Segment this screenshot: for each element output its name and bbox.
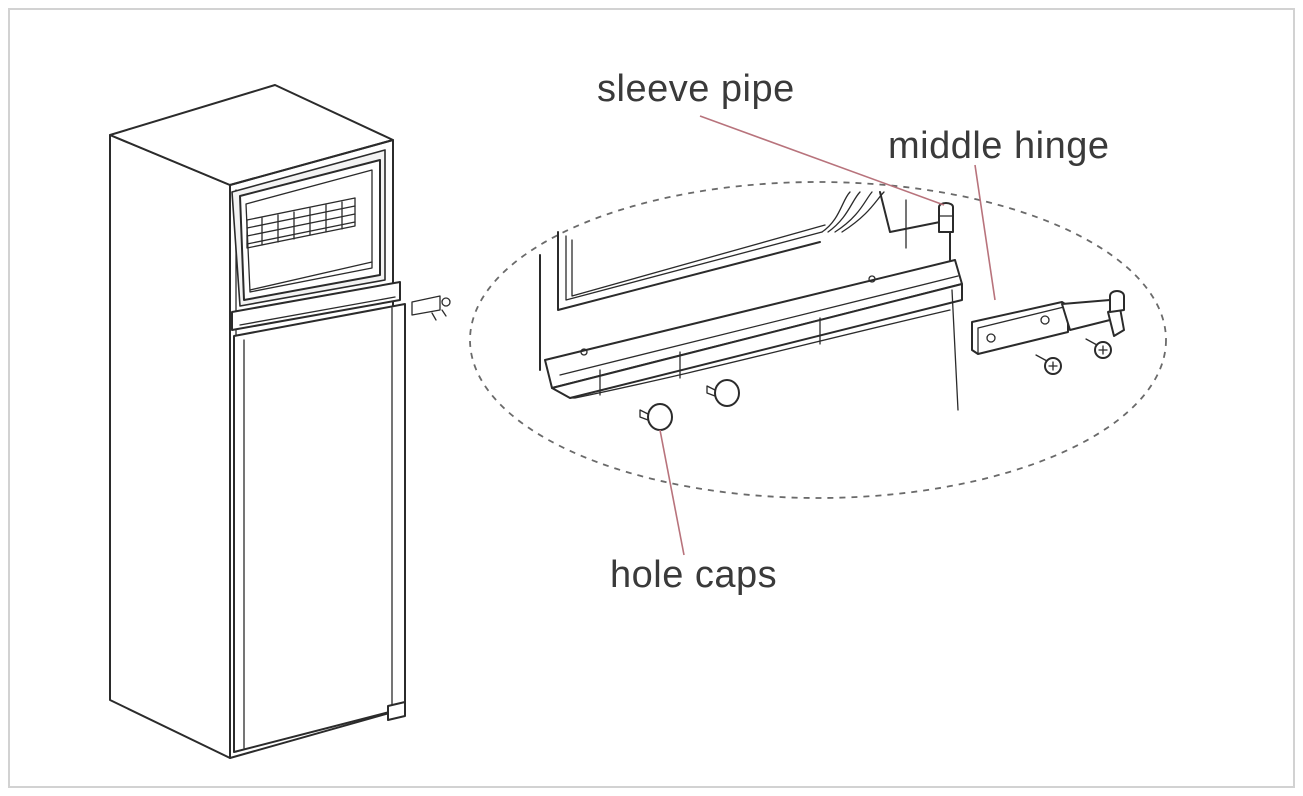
refrigerator-illustration — [109, 84, 451, 759]
hole-caps-leader — [659, 429, 685, 556]
small-screws — [431, 309, 447, 321]
freezer-floor — [249, 261, 373, 291]
fridge-side-panel — [109, 134, 231, 759]
detail-callout-ellipse — [469, 181, 1167, 499]
sleeve-pipe-leader — [699, 115, 945, 206]
sleeve-pipe-part — [938, 202, 954, 233]
detail-gasket-curves — [821, 191, 885, 233]
detail-gasket-inner — [565, 231, 823, 301]
hole-cap-right — [706, 379, 740, 407]
detail-divider-strip — [544, 259, 963, 389]
detail-gasket-inner-2 — [571, 224, 826, 297]
detail-screw-hole — [580, 348, 588, 356]
detail-divider-line — [559, 275, 959, 376]
detail-door-rim — [569, 309, 951, 399]
detail-door-top — [551, 283, 963, 399]
small-hinge-part — [411, 295, 441, 316]
hinge-screw-1 — [1035, 354, 1062, 375]
middle-hinge-leader — [974, 164, 996, 301]
detail-door-segments — [599, 317, 821, 396]
small-hinge-pin — [441, 297, 451, 307]
detail-freezer-frame — [557, 231, 821, 311]
freezer-gasket — [245, 169, 373, 293]
fridge-door — [233, 303, 406, 753]
middle-hinge-label: middle hinge — [888, 125, 1109, 167]
fridge-foot — [387, 701, 406, 721]
sleeve-pipe-label: sleeve pipe — [597, 68, 795, 110]
hinge-screw-2 — [1085, 338, 1112, 359]
detail-door-side — [951, 289, 959, 411]
middle-divider — [231, 281, 401, 331]
divider-line — [239, 296, 396, 326]
detail-screw-hole — [868, 275, 876, 283]
detail-view — [539, 191, 1125, 431]
hole-caps-label: hole caps — [610, 554, 777, 596]
detail-top-edge — [879, 191, 951, 233]
freezer-shelf — [246, 197, 356, 249]
hole-cap-left — [639, 403, 673, 431]
middle-hinge-part — [971, 290, 1125, 355]
